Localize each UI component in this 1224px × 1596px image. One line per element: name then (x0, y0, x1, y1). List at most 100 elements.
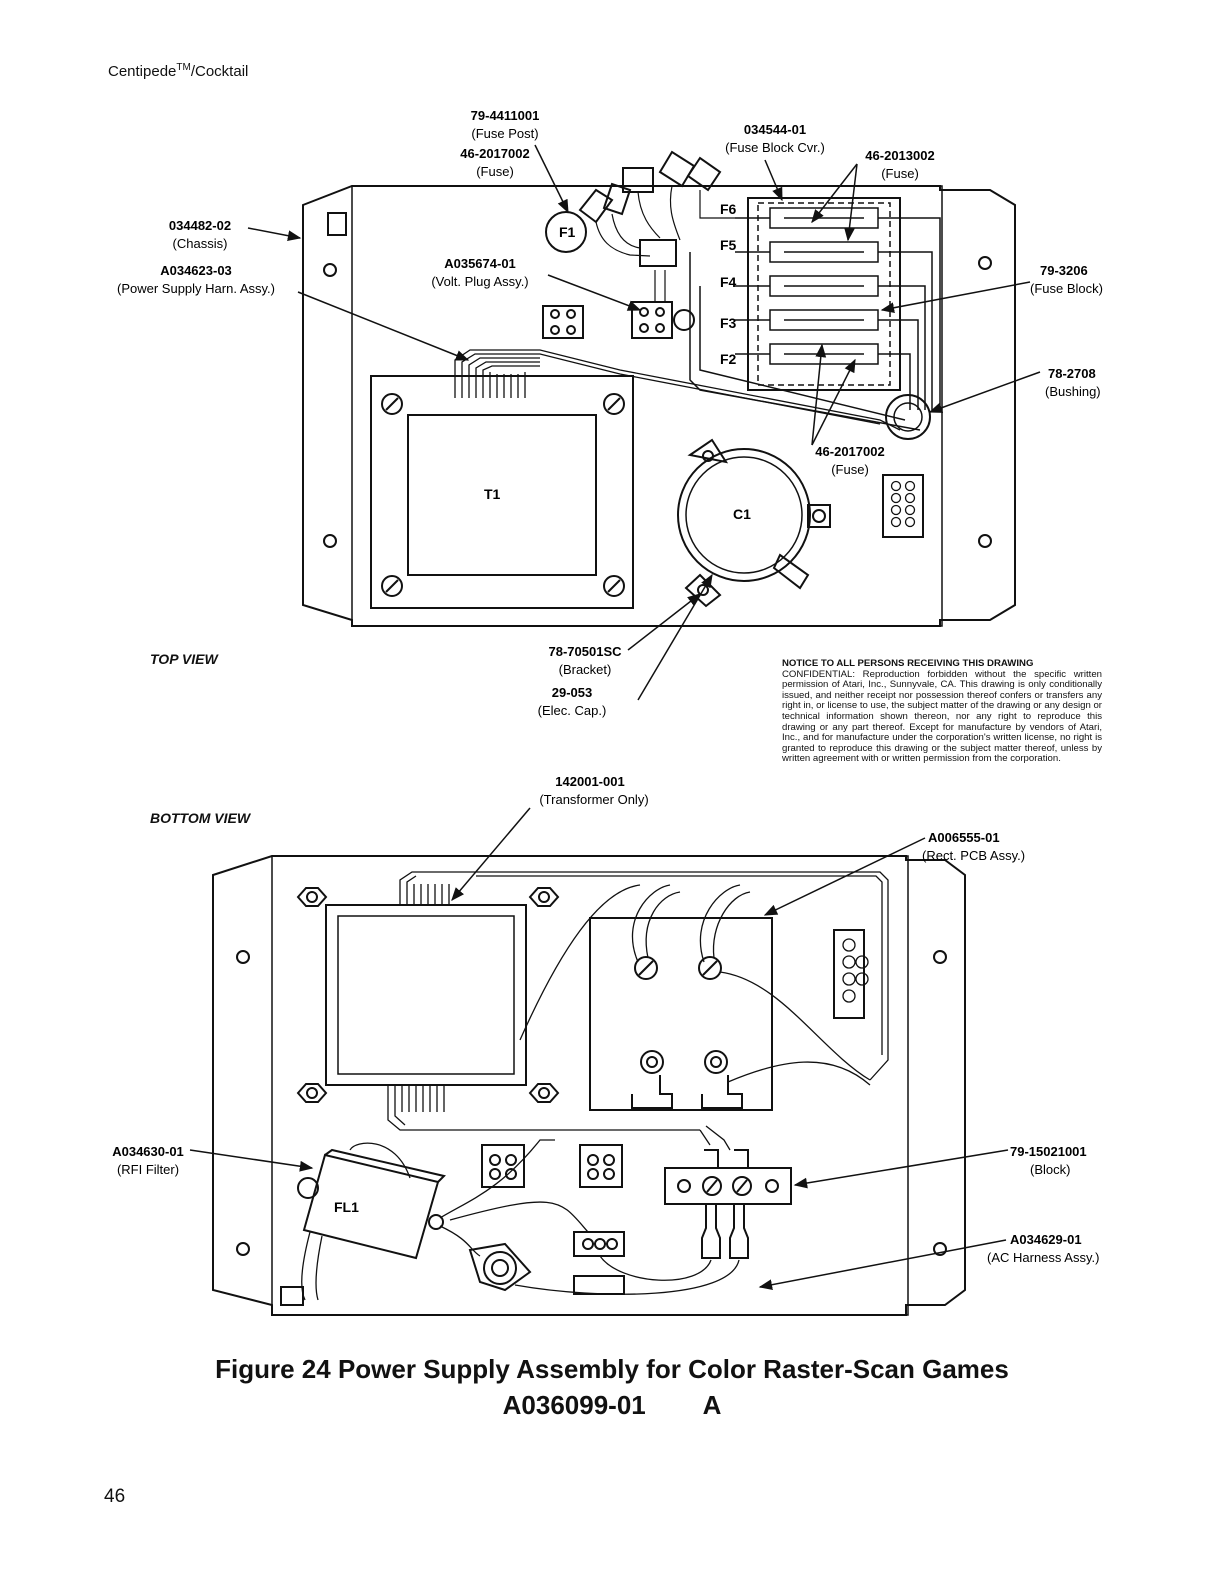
callout-ac-harness: A034629-01 (AC Harness Assy.) (758, 1232, 1099, 1291)
svg-text:(AC Harness Assy.): (AC Harness Assy.) (987, 1250, 1099, 1265)
transformer-t1-core (407, 414, 597, 576)
mount-hole (236, 1242, 250, 1256)
svg-text:79-3206: 79-3206 (1040, 263, 1088, 278)
label-f3: F3 (720, 315, 737, 331)
capacitor-c1 (677, 448, 811, 582)
svg-text:(Power Supply Harn. Assy.): (Power Supply Harn. Assy.) (117, 281, 275, 296)
connector-grid (882, 474, 924, 538)
svg-text:A034630-01: A034630-01 (112, 1144, 184, 1159)
callout-elec-cap: 29-053 (Elec. Cap.) (538, 573, 713, 718)
callout-fuse-top: 46-2017002 (Fuse) (460, 146, 529, 179)
svg-text:(Fuse): (Fuse) (881, 166, 919, 181)
top-view-label: TOP VIEW (150, 651, 218, 667)
label-t1: T1 (484, 486, 501, 502)
callout-fuse-block-cvr: 034544-01 (Fuse Block Cvr.) (725, 122, 825, 202)
chassis-tab (327, 212, 347, 236)
callout-rect-pcb: A006555-01 (Rect. PCB Assy.) (763, 830, 1025, 916)
connector (481, 1144, 525, 1188)
callout-transformer: 142001-001 (Transformer Only) (451, 774, 649, 902)
mount-hole (323, 534, 337, 548)
notice-title: NOTICE TO ALL PERSONS RECEIVING THIS DRA… (782, 658, 1034, 669)
chassis-plate-bottom (271, 855, 909, 1316)
mount-hole (323, 263, 337, 277)
svg-text:46-2017002: 46-2017002 (815, 444, 884, 459)
svg-text:29-053: 29-053 (552, 685, 592, 700)
notice-body: CONFIDENTIAL: Reproduction forbidden wit… (782, 668, 1102, 765)
bracket-tab (687, 438, 729, 464)
svg-text:(Elec. Cap.): (Elec. Cap.) (538, 703, 607, 718)
screw-icon (381, 575, 403, 597)
callout-harness: A034623-03 (Power Supply Harn. Assy.) (117, 263, 470, 361)
label-f1: F1 (559, 224, 576, 240)
svg-text:(Chassis): (Chassis) (173, 236, 228, 251)
callout-bracket: 78-70501SC (Bracket) (549, 593, 702, 677)
svg-text:(Fuse Block Cvr.): (Fuse Block Cvr.) (725, 140, 825, 155)
hex-nut-icon (296, 887, 560, 1103)
callout-block: 79-15021001 (Block) (793, 1144, 1087, 1189)
svg-text:(RFI Filter): (RFI Filter) (117, 1162, 179, 1177)
svg-text:78-2708: 78-2708 (1048, 366, 1096, 381)
header-title: Centipede (108, 63, 177, 80)
label-f5: F5 (720, 237, 737, 253)
bottom-view-label: BOTTOM VIEW (150, 810, 251, 826)
transformer-t1-frame (370, 375, 634, 609)
svg-text:142001-001: 142001-001 (555, 774, 624, 789)
svg-text:A034623-03: A034623-03 (160, 263, 232, 278)
bottom-view (212, 855, 966, 1316)
rfi-filter-fl1 (302, 1153, 440, 1260)
bushing (885, 394, 931, 440)
svg-text:(Fuse): (Fuse) (476, 164, 514, 179)
connector (579, 1144, 623, 1188)
label-fl1: FL1 (334, 1199, 359, 1215)
callout-rfi-filter: A034630-01 (RFI Filter) (112, 1144, 314, 1177)
svg-text:A034629-01: A034629-01 (1010, 1232, 1082, 1247)
svg-text:034482-02: 034482-02 (169, 218, 231, 233)
svg-text:A035674-01: A035674-01 (444, 256, 516, 271)
top-view (302, 150, 1016, 627)
transformer-bottom (325, 904, 527, 1086)
callout-fuse-mid: 46-2017002 (Fuse) (811, 343, 885, 477)
svg-text:(Rect. PCB Assy.): (Rect. PCB Assy.) (922, 848, 1025, 863)
svg-text:(Bracket): (Bracket) (559, 662, 612, 677)
svg-text:034544-01: 034544-01 (744, 122, 806, 137)
terminal-block (664, 1167, 792, 1205)
fuse-block (747, 197, 901, 391)
trademark: TM (176, 62, 191, 73)
svg-text:(Fuse Post): (Fuse Post) (471, 126, 538, 141)
header-suffix: /Cocktail (190, 63, 249, 80)
svg-text:79-4411001: 79-4411001 (471, 108, 540, 123)
svg-text:46-2017002: 46-2017002 (460, 146, 529, 161)
svg-text:46-2013002: 46-2013002 (865, 148, 934, 163)
svg-text:(Block): (Block) (1030, 1162, 1070, 1177)
fuse-block-cover (757, 202, 891, 386)
screw-icon (603, 393, 625, 415)
connector (542, 305, 584, 339)
figure-drawing-number: A036099-01 A (502, 1390, 722, 1420)
svg-text:79-15021001: 79-15021001 (1010, 1144, 1087, 1159)
svg-text:(Transformer Only): (Transformer Only) (539, 792, 648, 807)
mount-hole (933, 950, 947, 964)
screw-icon (603, 575, 625, 597)
rect-pcb (589, 917, 773, 1111)
label-f2: F2 (720, 351, 737, 367)
screw-icon (381, 393, 403, 415)
page-header: CentipedeTM/Cocktail (108, 62, 248, 80)
svg-text:A006555-01: A006555-01 (928, 830, 1000, 845)
callout-fuse-post: 79-4411001 (Fuse Post) (471, 108, 569, 214)
callout-bushing: 78-2708 (Bushing) (928, 366, 1101, 413)
label-c1: C1 (733, 506, 751, 522)
figure-caption: Figure 24 Power Supply Assembly for Colo… (215, 1354, 1009, 1384)
callout-fuse-right: 46-2013002 (Fuse) (811, 148, 935, 242)
svg-text:(Fuse): (Fuse) (831, 462, 869, 477)
page-number: 46 (104, 1486, 126, 1507)
voltage-plug (573, 1231, 625, 1257)
svg-text:(Fuse Block): (Fuse Block) (1030, 281, 1103, 296)
mount-hole (933, 1242, 947, 1256)
label-f4: F4 (720, 274, 737, 290)
callout-volt-plug: A035674-01 (Volt. Plug Assy.) (431, 256, 642, 311)
confidential-notice: NOTICE TO ALL PERSONS RECEIVING THIS DRA… (782, 658, 1102, 765)
mount-hole (236, 950, 250, 964)
volt-plug (631, 301, 673, 339)
label-f6: F6 (720, 201, 737, 217)
